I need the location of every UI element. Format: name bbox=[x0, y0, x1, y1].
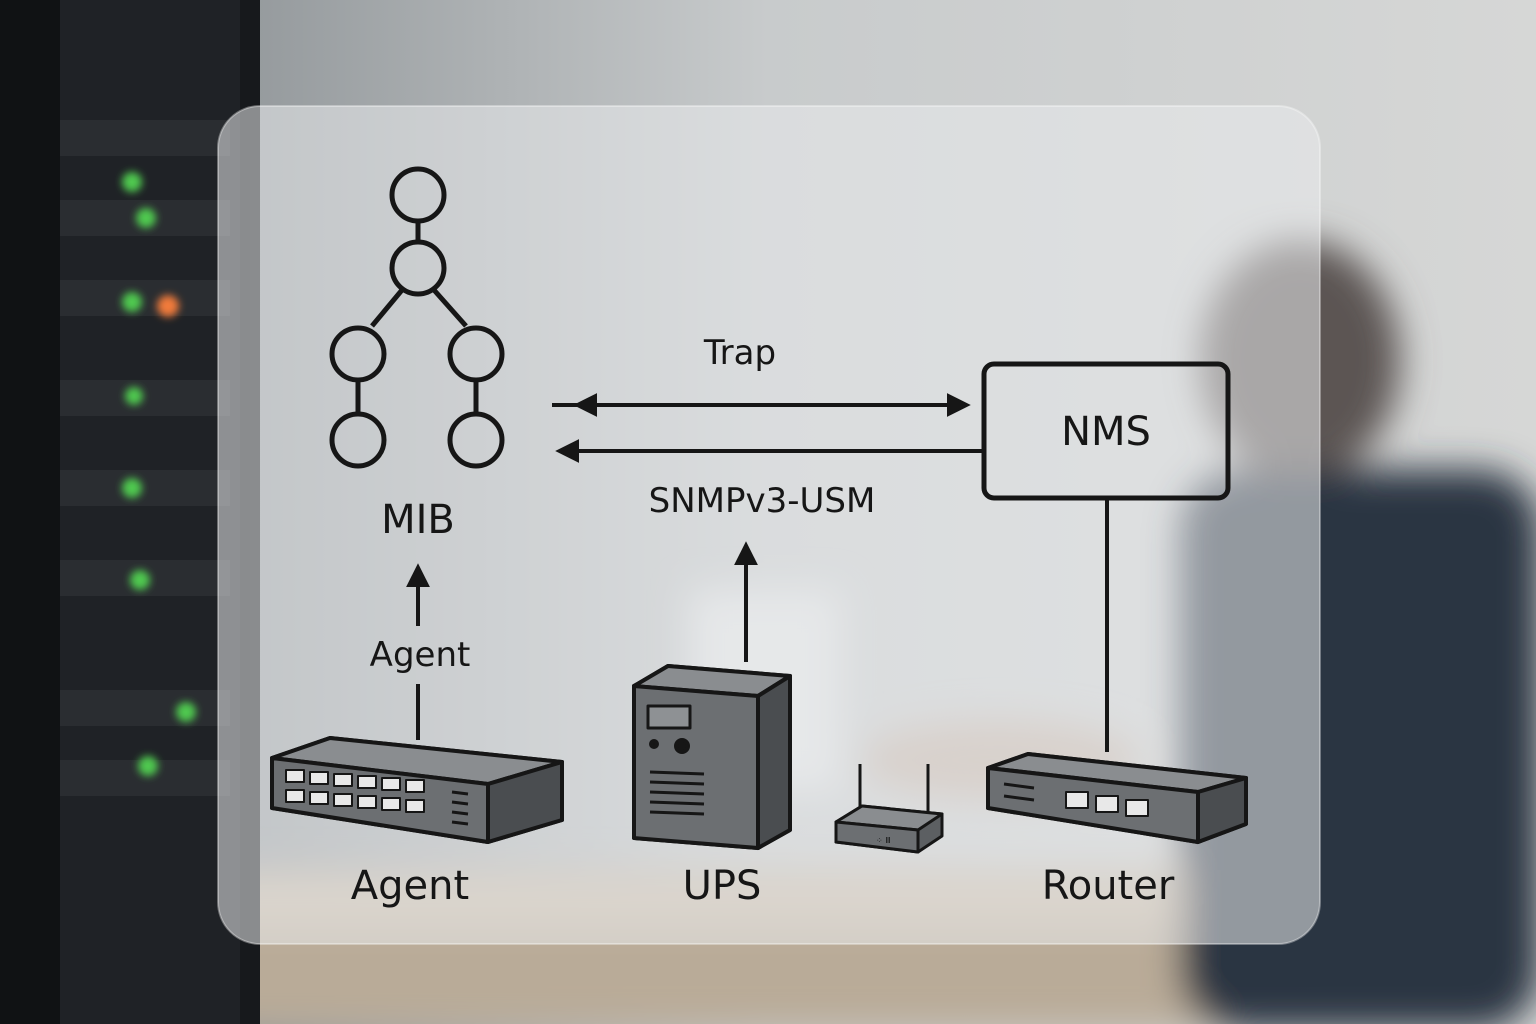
snmp-label: SNMPv3-USM bbox=[648, 481, 876, 521]
access-point-tag: ⁘ Ⅲ bbox=[876, 836, 891, 845]
wifi-router-icon: ⁘ Ⅲ bbox=[834, 764, 944, 854]
agent-label: Agent bbox=[350, 863, 470, 909]
ups-label: UPS bbox=[682, 863, 762, 909]
nms-box bbox=[981, 361, 1231, 501]
trap-label: Trap bbox=[703, 333, 777, 373]
tree-icon bbox=[329, 166, 505, 469]
router-label: Router bbox=[1041, 863, 1175, 909]
nms-label: NMS bbox=[1061, 409, 1151, 455]
mib-label: MIB bbox=[381, 497, 455, 543]
router-icon bbox=[986, 752, 1248, 844]
frosted-panel bbox=[217, 105, 1321, 945]
server-tower-icon bbox=[632, 664, 792, 850]
switch-icon bbox=[270, 736, 564, 844]
agent-edge-label: Agent bbox=[369, 635, 471, 675]
